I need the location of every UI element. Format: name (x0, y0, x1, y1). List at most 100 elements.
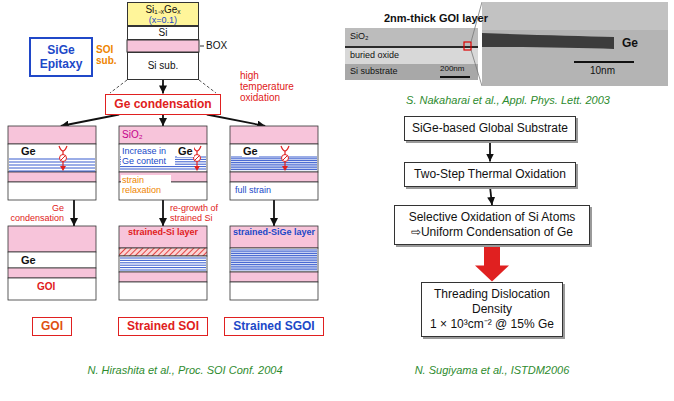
tem-inset (482, 2, 668, 86)
wafer-layer (8, 144, 96, 172)
lattice-line (231, 169, 317, 170)
dislocation-arrow (60, 166, 66, 171)
lattice-line (9, 165, 95, 166)
layer-label: Si substrate (350, 66, 398, 77)
leader-line (200, 46, 204, 47)
lattice-line (231, 266, 317, 267)
lattice-line (9, 159, 95, 160)
dislocation-loop (193, 146, 201, 151)
flow-arrow (489, 141, 491, 162)
lattice-line (231, 262, 317, 263)
cross-section-drawing (8, 126, 96, 200)
lattice-line (9, 162, 95, 163)
tem-sio2-band (345, 28, 478, 46)
callout-label: strain relaxation (121, 175, 171, 195)
node-text: Si sub. (128, 60, 198, 72)
blocked-mark (60, 155, 67, 162)
wafer-layer (230, 144, 318, 172)
flow-arrow (490, 187, 492, 206)
node-text: Two-Step Thermal Oxidation (411, 167, 569, 182)
lattice-line (231, 160, 317, 161)
process-note: Ge condensation (6, 203, 64, 223)
guide-line (199, 80, 216, 93)
lattice-line (231, 158, 317, 159)
blocked-slash (195, 156, 200, 161)
flow-arrow (162, 115, 164, 127)
wafer-layer (230, 172, 318, 182)
wafer-layer (8, 182, 96, 200)
lattice-line (120, 262, 206, 263)
lattice-line (231, 162, 317, 163)
lattice-line (231, 251, 317, 252)
lattice-line (231, 264, 317, 265)
node-text: SiGe-based Global Substrate (411, 121, 569, 136)
tem-substrate-band (345, 64, 478, 80)
node-text: Ge (20, 145, 37, 157)
layer-label: SiO₂ (350, 31, 369, 42)
wafer-layer (230, 182, 318, 200)
process-box: Ge condensation (105, 94, 220, 115)
node-text: SiGe Epitaxy (34, 43, 88, 71)
scale-label: 10nm (590, 65, 615, 77)
lattice-line (120, 260, 206, 261)
lattice-line (231, 167, 317, 168)
cross-section-drawing (119, 226, 207, 300)
wafer-layer (119, 282, 207, 300)
callout-label: full strain (234, 185, 272, 195)
scale-bar (574, 61, 634, 63)
node-text: Ge (242, 145, 259, 157)
wafer-layer (8, 226, 96, 252)
lattice-line (231, 268, 317, 269)
lattice-line (231, 253, 317, 254)
tem-inset-oxide (482, 2, 668, 30)
cross-section-drawing (230, 226, 318, 300)
wafer-layer (230, 282, 318, 300)
scale-bar (440, 76, 470, 78)
result-box: Threading Dislocation Density1 × 10³cm⁻²… (421, 282, 563, 337)
reference-caption: N. Hirashita et al., Proc. SOI Conf. 200… (87, 364, 282, 377)
reference-caption: N. Sugiyama et al., ISTDM2006 (415, 364, 570, 377)
process-box: Selective Oxidation of Si Atoms⇨Uniform … (394, 205, 590, 245)
node-text: GOI (41, 319, 63, 334)
wafer-cross-section: strained-Si layer (119, 226, 207, 300)
wafer-layer (230, 272, 318, 282)
node-text: Selective Oxidation of Si Atoms (401, 210, 583, 225)
blocked-slash (61, 156, 66, 161)
tem-box-band (345, 48, 478, 64)
dislocation-loop (281, 146, 289, 151)
lattice-line (231, 259, 317, 260)
dislocation-loop (59, 146, 67, 151)
callout-label: Increase in Ge content (121, 146, 175, 166)
wafer-layer (119, 126, 207, 144)
lattice-line (231, 166, 317, 167)
layer-label: SOI sub. (96, 44, 126, 66)
node-text: Strained SOI (127, 319, 199, 334)
guide-line (110, 80, 127, 93)
blocked-mark (282, 155, 289, 162)
node-text: strained-Si layer (121, 227, 205, 237)
wafer-layer (119, 226, 207, 248)
scale-label: 200nm (440, 64, 464, 74)
lattice-line (120, 166, 206, 167)
layer-label: SiO₂ (122, 129, 143, 141)
process-note: high temperature oxidation (240, 70, 312, 103)
zoom-line (471, 50, 482, 86)
node-text: Ge (177, 145, 194, 157)
blocked-mark (194, 155, 201, 162)
dislocation-arrow (194, 166, 200, 171)
blocked-slash (283, 156, 288, 161)
wafer-layer (8, 278, 96, 300)
lattice-line (9, 168, 95, 169)
wafer-layer (8, 268, 96, 278)
node-text: strained-SiGe layer (232, 227, 316, 237)
lattice-line (120, 267, 206, 268)
layer-label: Ge (622, 36, 638, 50)
callout-label: GOI (36, 281, 56, 293)
wafer-layer (8, 252, 96, 268)
image-title: 2nm-thick GOI layer (384, 12, 488, 25)
dislocation-symbol (193, 146, 201, 171)
tem-ge-band (482, 33, 614, 49)
si-layer: Si (127, 26, 199, 40)
buried-oxide-layer (127, 40, 199, 52)
